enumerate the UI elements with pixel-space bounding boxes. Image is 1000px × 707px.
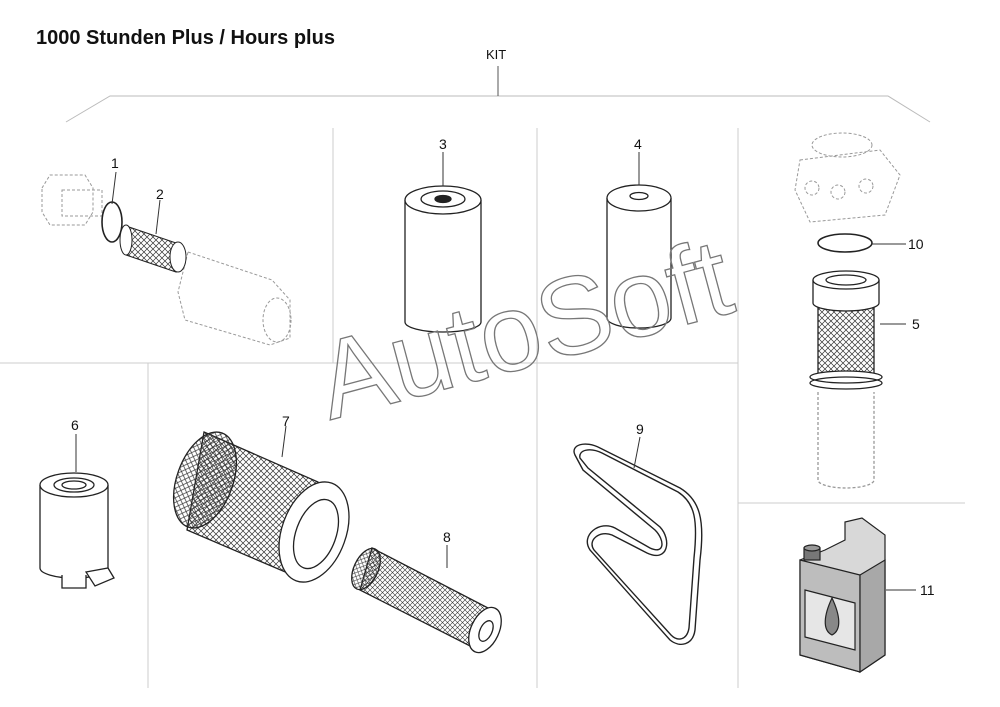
callout-11: 11 — [920, 582, 935, 598]
part-housing-ghost — [41, 174, 292, 346]
callout-9: 9 — [636, 421, 644, 437]
callout-5: 5 — [912, 316, 920, 332]
air-filter-inner-icon — [351, 547, 502, 654]
seal-ring-icon — [817, 233, 873, 253]
callout-7: 7 — [282, 413, 290, 429]
callout-3: 3 — [439, 136, 447, 152]
filter-cartridge-icon — [606, 184, 672, 329]
drive-belt-icon — [573, 443, 703, 646]
watermark-text: AutoSoft — [304, 215, 743, 443]
fuel-filter-icon — [39, 472, 115, 589]
page-title: 1000 Stunden Plus / Hours plus — [36, 27, 335, 49]
callout-10: 10 — [908, 236, 924, 252]
oil-canister-icon — [799, 517, 886, 674]
mesh-strainer-icon — [119, 224, 187, 273]
filter-head-ghost — [794, 132, 901, 223]
air-filter-outer-icon — [172, 431, 350, 583]
callout-2: 2 — [156, 186, 164, 202]
kit-label: KIT — [486, 47, 507, 62]
callout-1: 1 — [111, 155, 119, 171]
spin-on-filter-icon — [404, 185, 482, 333]
callout-4: 4 — [634, 136, 642, 152]
o-ring-icon — [101, 201, 123, 243]
kit-bracket — [65, 66, 931, 123]
callout-8: 8 — [443, 529, 451, 545]
panel-dividers — [0, 128, 965, 688]
hydraulic-filter-element-icon — [809, 270, 883, 489]
leader-lines — [75, 152, 916, 591]
callout-6: 6 — [71, 417, 79, 433]
